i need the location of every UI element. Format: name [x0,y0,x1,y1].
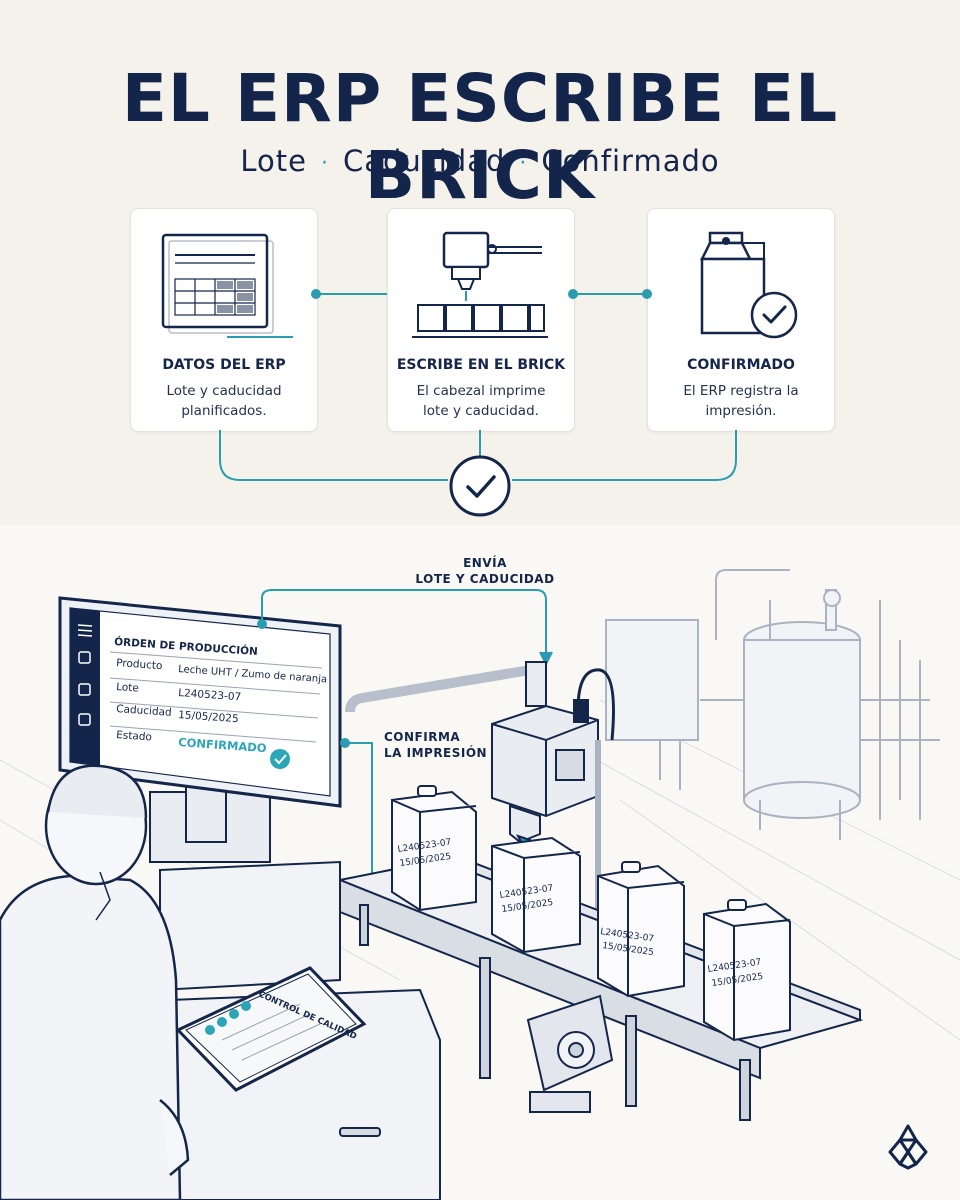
card-erp-data: DATOS DEL ERP Lote y caducidad planifica… [130,208,318,432]
subtitle-separator: · [320,150,329,176]
card-description: El cabezal imprime lote y caducidad. [416,383,546,419]
row-label: Producto [116,657,163,672]
card-print-brick: ESCRIBE EN EL BRICK El cabezal imprime l… [387,208,575,432]
operator-person [0,764,190,1200]
row-label: Lote [116,681,139,695]
carton [597,861,685,998]
confirm-label-line1: CONFIRMA [384,730,461,744]
page-title: EL ERP ESCRIBE EL BRICK [121,60,839,214]
send-label-line2: LOTE Y CADUCIDAD [415,572,555,586]
check-circle-icon [449,455,511,517]
row-value: 15/05/2025 [178,709,239,725]
brand-logo-icon [888,1124,928,1170]
carton-check-icon [699,231,798,339]
carton [391,785,477,912]
card-description: El ERP registra la impresión. [683,383,799,419]
page-subtitle: Lote · Caducidad · Confirmado [0,144,960,178]
send-label-line1: ENVÍA [463,556,507,570]
card-title: DATOS DEL ERP [162,357,286,373]
monitor [58,596,342,863]
subtitle-confirmado: Confirmado [541,144,720,178]
flow-connectors [219,289,737,481]
row-value: L240523-07 [178,687,242,703]
subtitle-caducidad: Caducidad [342,144,506,178]
card-confirmed: CONFIRMADO El ERP registra la impresión. [647,208,835,432]
row-label: Estado [116,729,152,743]
carton [703,899,791,1042]
subtitle-lote: Lote [240,144,307,178]
card-title: CONFIRMADO [687,357,795,373]
status-badge: CONFIRMADO [178,735,267,755]
card-description: Lote y caducidad planificados. [166,383,282,419]
print-head [345,661,615,1000]
spreadsheet-icon [161,233,293,338]
milk-cartons [391,785,791,1042]
row-label: Caducidad [116,703,172,719]
confirm-label-line2: LA IMPRESIÓN [384,746,488,760]
check-icon [466,475,496,498]
subtitle-separator: · [519,150,528,176]
card-title: ESCRIBE EN EL BRICK [396,357,566,373]
data-flow-arrows [257,589,553,910]
plant-tank [605,569,940,840]
print-head-icon [412,231,548,338]
carton [491,836,581,954]
